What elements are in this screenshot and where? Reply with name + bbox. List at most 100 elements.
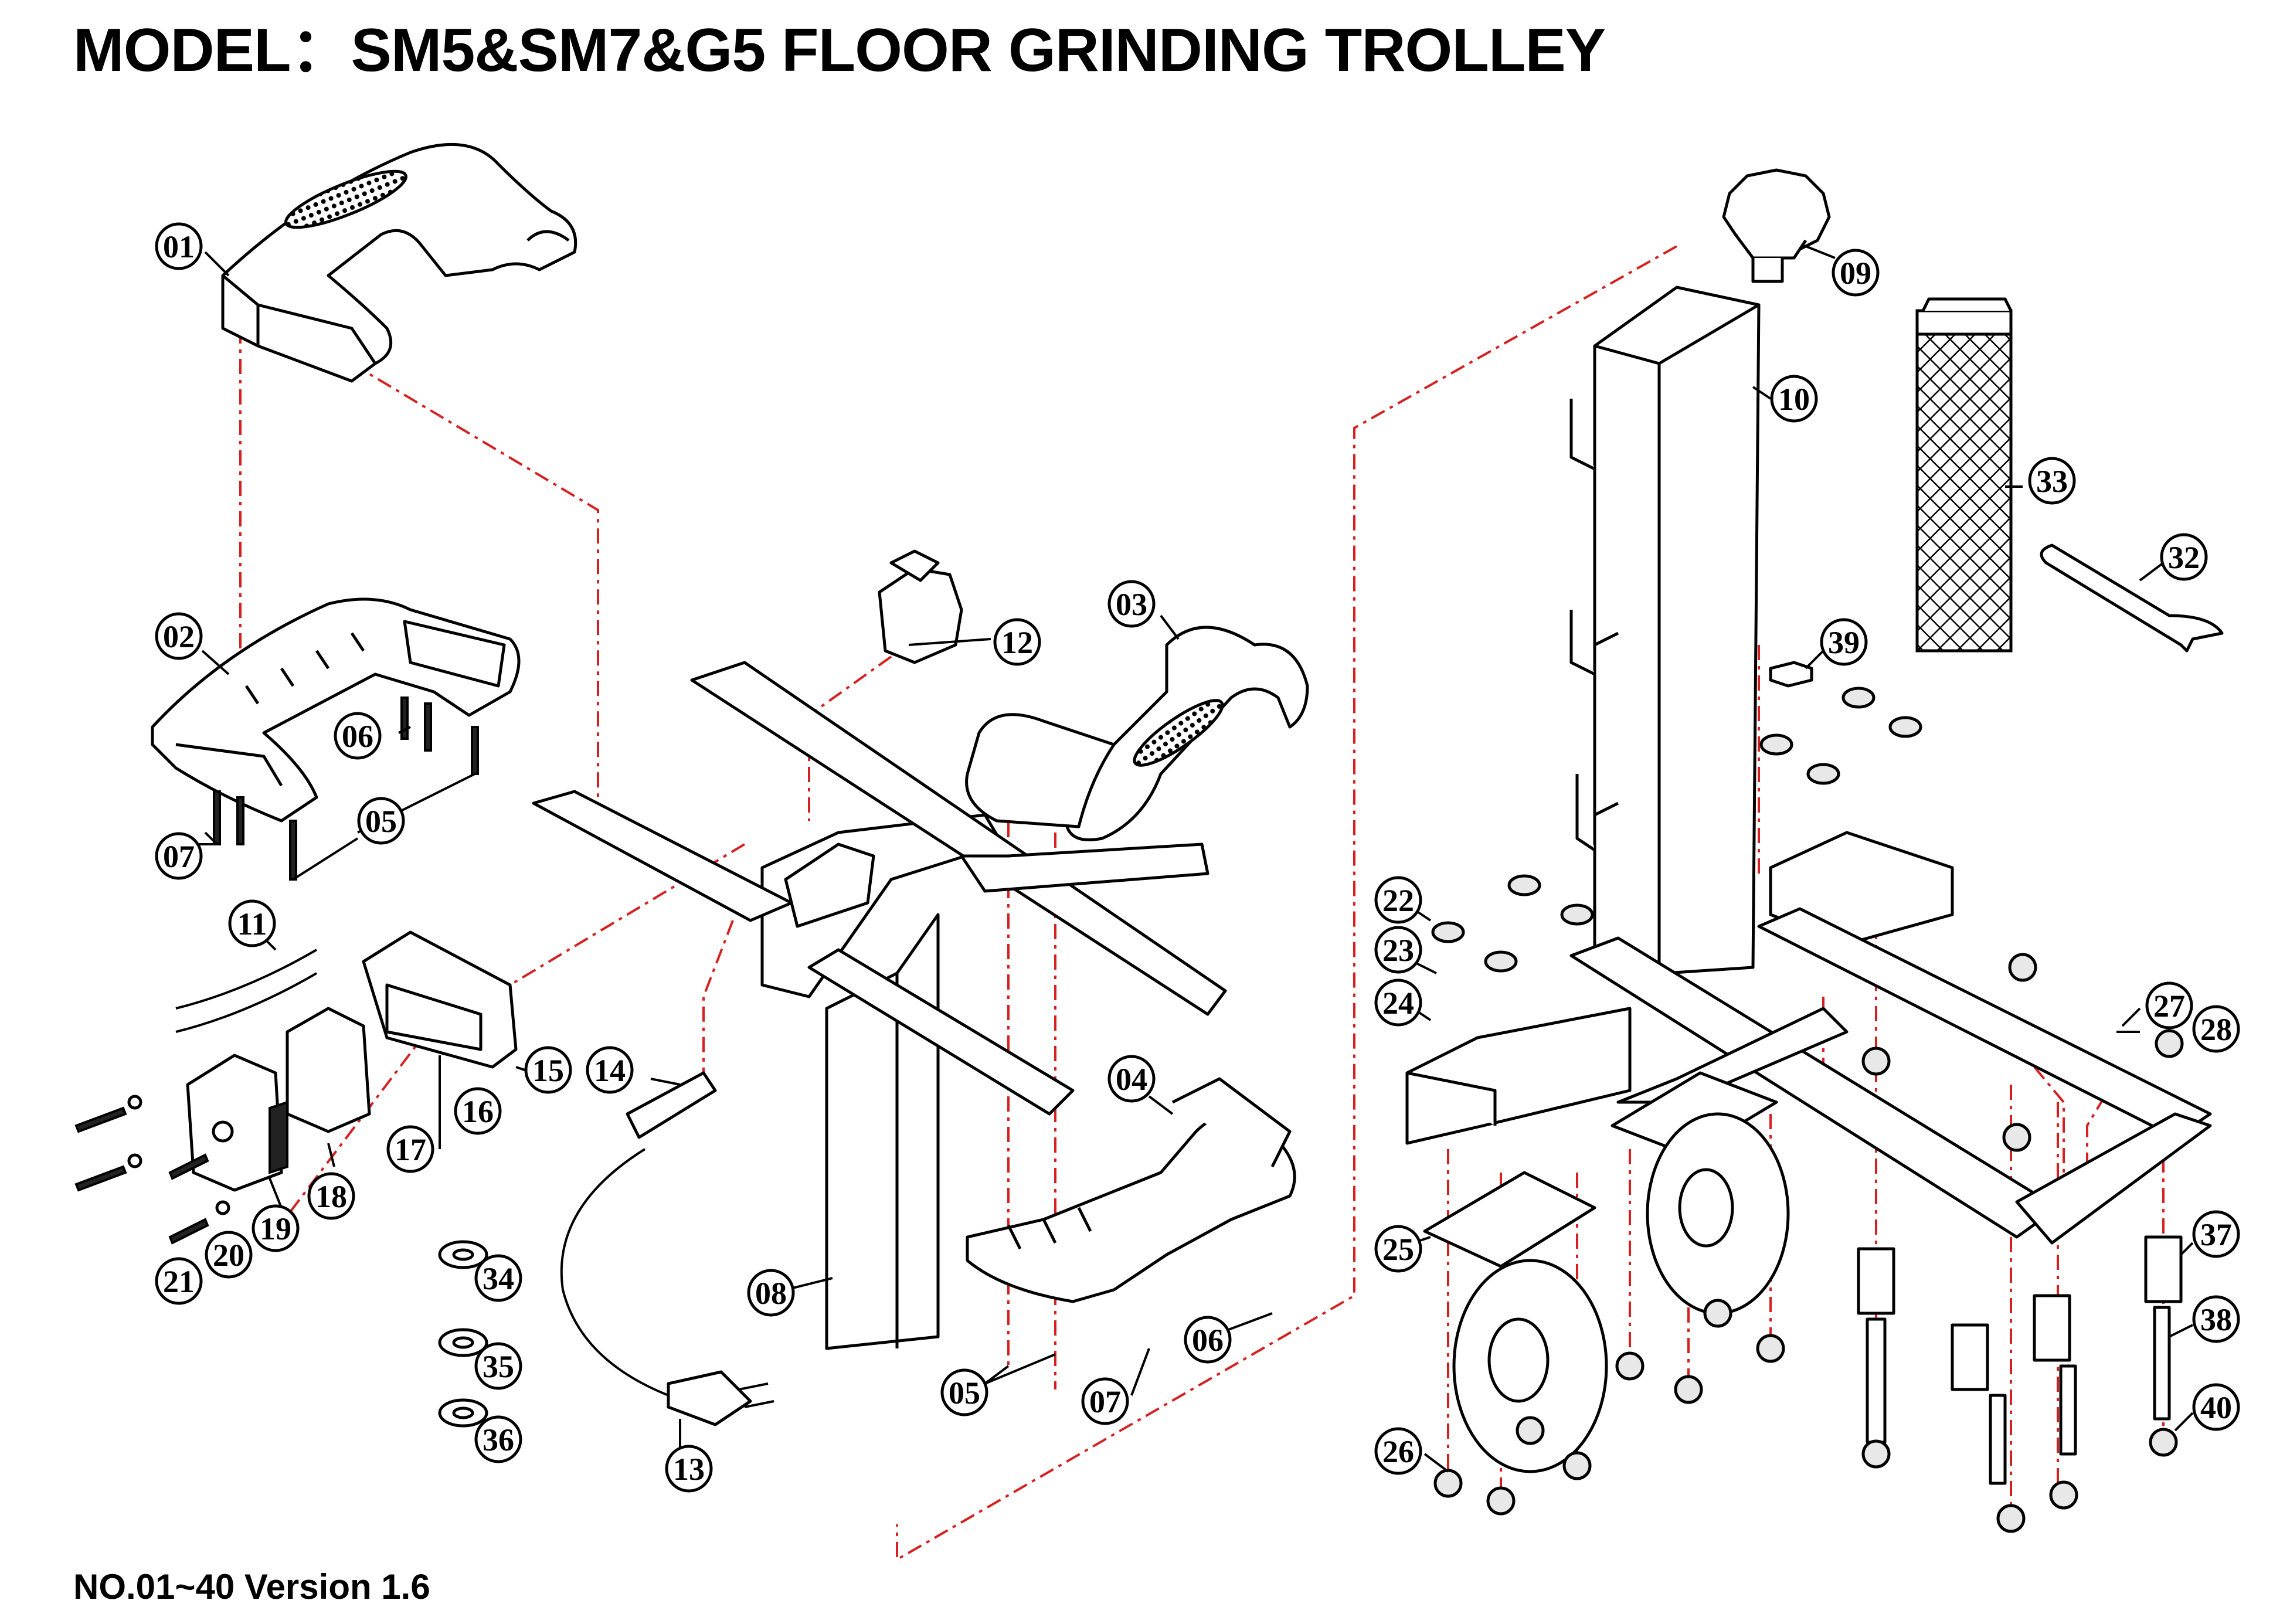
part-label-39: 39 [1820, 618, 1868, 666]
part-label-16: 16 [454, 1087, 502, 1135]
part-label-38: 38 [2192, 1295, 2240, 1343]
part-label-32: 32 [2160, 533, 2208, 581]
part-label-33: 33 [2028, 457, 2076, 505]
svg-text:33: 33 [2036, 464, 2068, 499]
svg-text:22: 22 [1382, 883, 1414, 918]
part-25-casters [1423, 1071, 1790, 1473]
svg-text:11: 11 [237, 906, 267, 942]
svg-text:26: 26 [1382, 1434, 1414, 1469]
part-label-01: 01 [155, 222, 203, 270]
part-label-05: 05 [940, 1368, 988, 1416]
part-label-19: 19 [252, 1204, 300, 1252]
part-39-block [1769, 661, 1813, 688]
svg-text:07: 07 [1089, 1384, 1121, 1419]
part-08-column [532, 661, 1227, 1350]
svg-text:16: 16 [462, 1094, 494, 1129]
part-label-07: 07 [155, 832, 203, 880]
part-label-03: 03 [1107, 580, 1156, 628]
svg-text:05: 05 [949, 1375, 980, 1411]
svg-text:01: 01 [163, 229, 195, 264]
svg-text:03: 03 [1116, 587, 1147, 622]
svg-text:12: 12 [1001, 625, 1033, 660]
part-label-27: 27 [2145, 981, 2193, 1030]
part-label-11: 11 [228, 899, 276, 947]
part-label-10: 10 [1770, 375, 1818, 423]
fasteners-left [74, 697, 479, 1245]
svg-text:13: 13 [673, 1452, 705, 1487]
svg-text:35: 35 [483, 1349, 514, 1384]
part-label-40: 40 [2192, 1383, 2240, 1431]
part-label-02: 02 [155, 612, 203, 660]
part-label-36: 36 [474, 1415, 522, 1463]
svg-text:34: 34 [483, 1261, 514, 1296]
svg-text:40: 40 [2200, 1390, 2232, 1425]
part-10-upright-tube [1569, 286, 1761, 975]
svg-text:27: 27 [2153, 988, 2185, 1024]
part-label-05: 05 [357, 797, 405, 845]
svg-text:19: 19 [260, 1211, 291, 1246]
part-02-handle-base [151, 597, 521, 823]
parts-37-38-springs-shafts [1857, 1235, 2183, 1485]
svg-text:37: 37 [2200, 1217, 2232, 1252]
svg-text:25: 25 [1382, 1232, 1414, 1267]
washers-34-35-36 [438, 1240, 488, 1428]
svg-text:07: 07 [163, 839, 195, 874]
part-label-24: 24 [1374, 979, 1422, 1027]
page-title: MODEL：SM5&SM7&G5 FLOOR GRINDING TROLLEY [73, 16, 1606, 84]
svg-text:15: 15 [532, 1053, 564, 1088]
part-label-15: 15 [524, 1046, 572, 1094]
part-label-14: 14 [586, 1046, 634, 1094]
svg-text:24: 24 [1382, 986, 1414, 1021]
svg-text:23: 23 [1382, 933, 1414, 968]
part-04-handle-base [966, 1077, 1296, 1303]
part-label-07: 07 [1081, 1377, 1129, 1425]
svg-text:28: 28 [2200, 1012, 2232, 1047]
svg-text:08: 08 [755, 1276, 787, 1311]
part-label-28: 28 [2192, 1005, 2240, 1053]
part-03-handle-cover [965, 626, 1309, 841]
part-33-mesh-bag [1915, 297, 2013, 653]
svg-text:17: 17 [395, 1132, 426, 1167]
part-label-37: 37 [2192, 1210, 2240, 1258]
part-label-06: 06 [334, 712, 382, 760]
footer-version-note: NO.01~40 Version 1.6 [73, 1567, 430, 1606]
part-15-19-control-box [186, 930, 518, 1192]
svg-text:05: 05 [365, 804, 397, 839]
svg-text:20: 20 [213, 1238, 244, 1273]
base-frame [1405, 831, 2212, 1245]
part-label-34: 34 [474, 1254, 522, 1302]
part-label-35: 35 [474, 1342, 522, 1390]
svg-text:38: 38 [2200, 1302, 2232, 1337]
part-label-20: 20 [205, 1231, 253, 1279]
part-09-knob [1722, 168, 1831, 283]
part-label-17: 17 [386, 1125, 434, 1173]
svg-text:10: 10 [1778, 382, 1810, 417]
svg-text:39: 39 [1828, 625, 1860, 660]
svg-text:32: 32 [2168, 540, 2200, 575]
svg-text:06: 06 [342, 719, 373, 754]
part-label-21: 21 [155, 1257, 203, 1305]
part-label-09: 09 [1832, 249, 1880, 297]
part-label-06: 06 [1184, 1316, 1232, 1364]
svg-text:02: 02 [163, 619, 195, 654]
part-label-23: 23 [1374, 926, 1422, 974]
part-13-14-power-cord [560, 1071, 774, 1426]
part-label-13: 13 [665, 1445, 713, 1493]
part-label-04: 04 [1107, 1055, 1156, 1103]
part-label-26: 26 [1374, 1427, 1422, 1475]
part-32-wrench [2040, 543, 2224, 653]
svg-text:06: 06 [1192, 1323, 1224, 1358]
svg-text:04: 04 [1116, 1062, 1147, 1097]
part-label-22: 22 [1374, 876, 1422, 924]
svg-text:18: 18 [315, 1179, 347, 1214]
part-label-25: 25 [1374, 1225, 1422, 1273]
part-11-wires [175, 949, 318, 1033]
svg-text:14: 14 [594, 1053, 626, 1088]
svg-text:09: 09 [1840, 256, 1871, 291]
nuts [1433, 953, 2184, 1533]
part-label-08: 08 [747, 1269, 795, 1317]
part-12-switch [878, 549, 963, 664]
svg-text:36: 36 [483, 1422, 514, 1457]
part-01-handle-cover [221, 142, 577, 383]
